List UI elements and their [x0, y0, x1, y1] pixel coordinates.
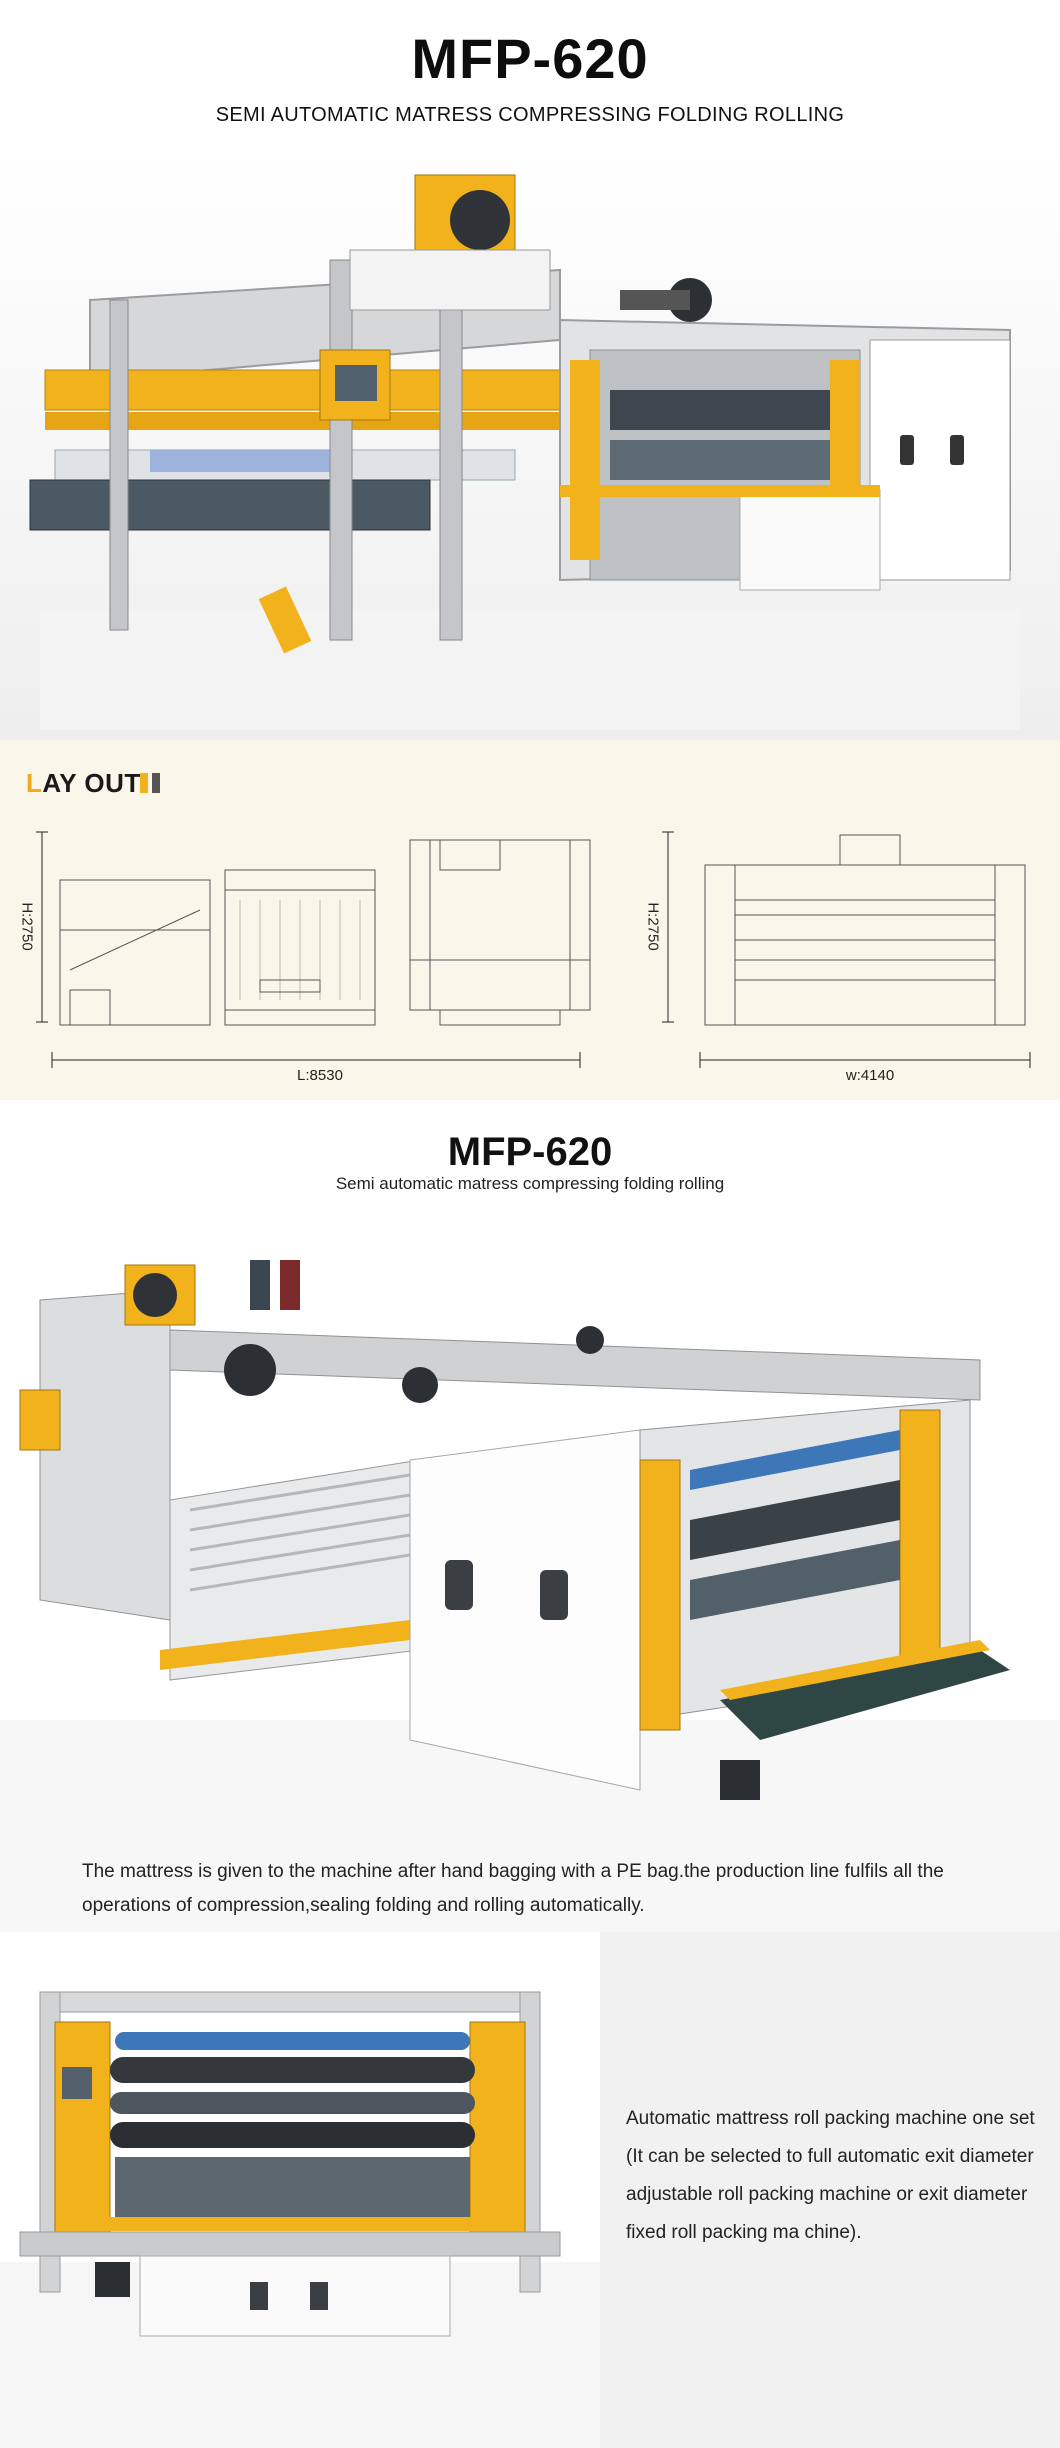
layout-heading-mark [140, 773, 160, 793]
layout-heading-first-letter: L [26, 768, 43, 798]
section2-header: MFP-620 Semi automatic matress compressi… [0, 1100, 1060, 1200]
roll-packing-machine-image [0, 1932, 600, 2448]
description-roll-packing: Automatic mattress roll packing machine … [626, 2108, 1035, 2243]
roll-packing-description-panel: Automatic mattress roll packing machine … [600, 1932, 1060, 2448]
header: MFP-620 SEMI AUTOMATIC MATRESS COMPRESSI… [0, 0, 1060, 150]
hero-machine-image [0, 150, 1060, 740]
layout-heading-rest: AY OUT [42, 768, 141, 798]
height-dimension-right: H:2750 [644, 902, 662, 951]
page-subtitle: SEMI AUTOMATIC MATRESS COMPRESSING FOLDI… [215, 104, 845, 126]
section2-title: MFP-620 [447, 1130, 613, 1174]
height-dimension-left: H:2750 [18, 902, 36, 951]
layout-drawing [36, 831, 1031, 1068]
layout-section: LAY OUT [0, 740, 1060, 1100]
length-dimension: L:8530 [297, 1067, 343, 1084]
section2-subtitle: Semi automatic matress compressing foldi… [335, 1174, 725, 1193]
layout-heading: LAY OUT [26, 768, 141, 799]
width-dimension: w:4140 [845, 1067, 895, 1084]
page-title: MFP-620 [411, 27, 649, 90]
description-compression-line: The mattress is given to the machine aft… [82, 1861, 944, 1916]
isometric-machine-image [0, 1200, 1060, 1932]
